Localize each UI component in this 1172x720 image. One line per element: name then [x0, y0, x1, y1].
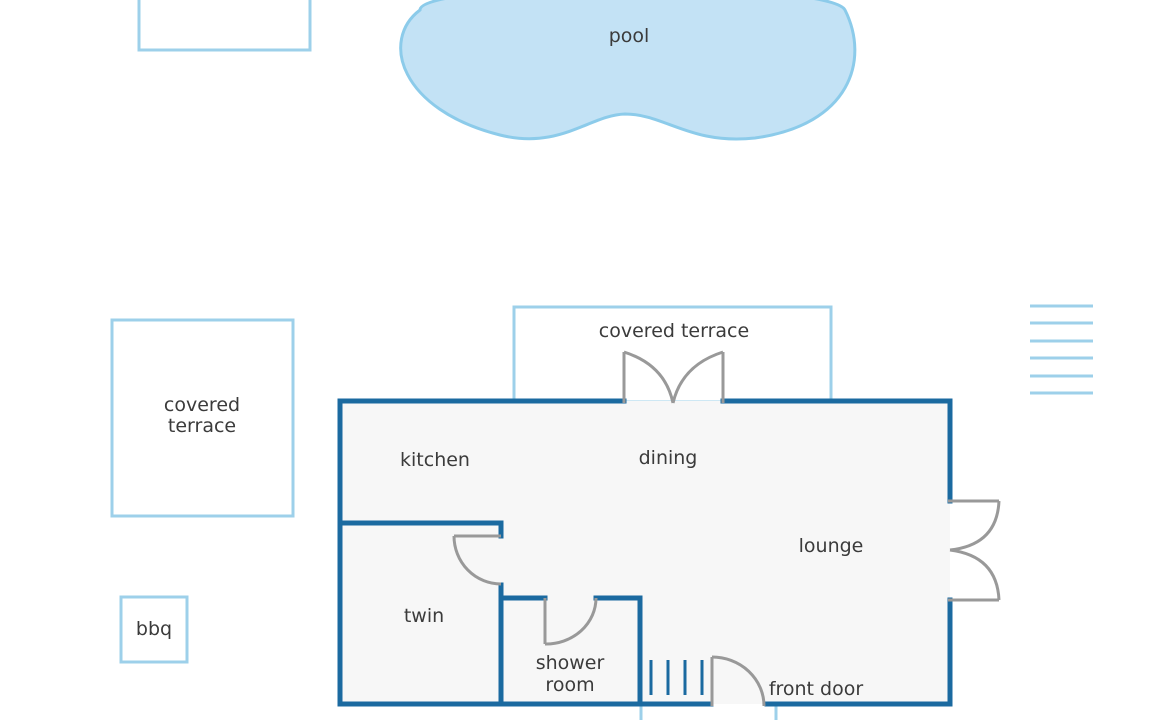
twin-room-door[interactable] [452, 534, 502, 586]
house-floor [340, 401, 950, 704]
front-door-label: front door [769, 678, 864, 700]
shower-room-label-line2: room [545, 674, 594, 696]
kitchen-label: kitchen [400, 449, 470, 471]
lounge-double-door[interactable] [948, 499, 1001, 602]
interior-stairs [649, 660, 704, 695]
interior-walls [337, 520, 643, 707]
twin-label: twin [404, 605, 444, 627]
bbq-label: bbq [136, 618, 172, 640]
terrace-double-door[interactable] [622, 350, 725, 404]
shower-room-label-line1: shower [536, 652, 605, 674]
covered-terrace-left-label-line1: covered [164, 394, 240, 416]
lounge-label: lounge [799, 535, 864, 557]
dining-label: dining [639, 447, 698, 469]
bbq-box [119, 595, 189, 664]
outer-walls [337, 398, 953, 707]
outdoor-steps [1030, 304, 1093, 395]
shower-room-door[interactable] [543, 597, 598, 646]
covered-terrace-left [110, 318, 295, 518]
covered-terrace-top-label: covered terrace [599, 320, 749, 342]
pool-shape [399, 0, 857, 141]
covered-terrace-left-label-line2: terrace [168, 415, 236, 437]
partial-outdoor-box [137, 0, 312, 52]
pool-label: pool [609, 25, 650, 47]
front-door[interactable] [710, 655, 766, 707]
